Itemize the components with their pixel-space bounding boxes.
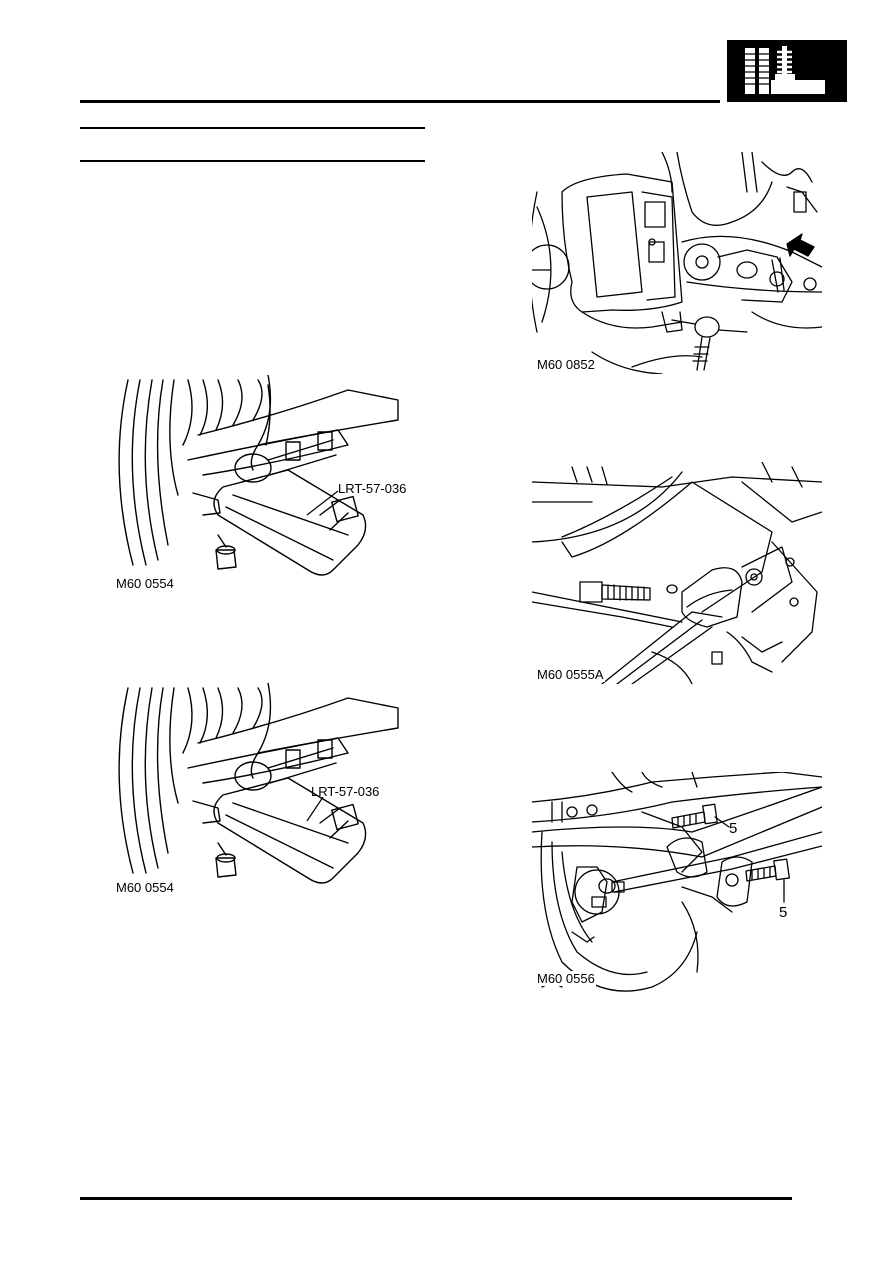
figure-mounting-bolts: 5 5 M60 0556 [532, 772, 822, 994]
footer-rule [80, 1197, 792, 1200]
leader-line [306, 490, 339, 516]
figure-caption: M60 0556 [536, 971, 596, 986]
figure-ball-joint-splitter-1: LRT-57-036 M60 0554 [108, 375, 408, 600]
figure-caption: M60 0852 [536, 357, 596, 372]
section-tab [727, 40, 847, 102]
leader-line [306, 796, 324, 822]
suspension-section-icon [745, 46, 825, 94]
header-rule [80, 100, 720, 103]
left-rule-2 [80, 160, 425, 162]
tool-label: LRT-57-036 [311, 784, 380, 799]
figure-bush-bolt: M60 0555A [532, 462, 822, 684]
figure-caption: M60 0554 [115, 880, 175, 895]
figure-caliper-lower-arm: M60 0852 [532, 152, 822, 374]
figure-caption: M60 0555A [536, 667, 605, 682]
left-rule-1 [80, 127, 425, 129]
figure-ball-joint-splitter-2: LRT-57-036 M60 0554 [108, 683, 408, 908]
tool-label: LRT-57-036 [338, 481, 407, 496]
figure-caption: M60 0554 [115, 576, 175, 591]
callout-number: 5 [779, 904, 788, 921]
callout-number: 5 [729, 820, 738, 837]
